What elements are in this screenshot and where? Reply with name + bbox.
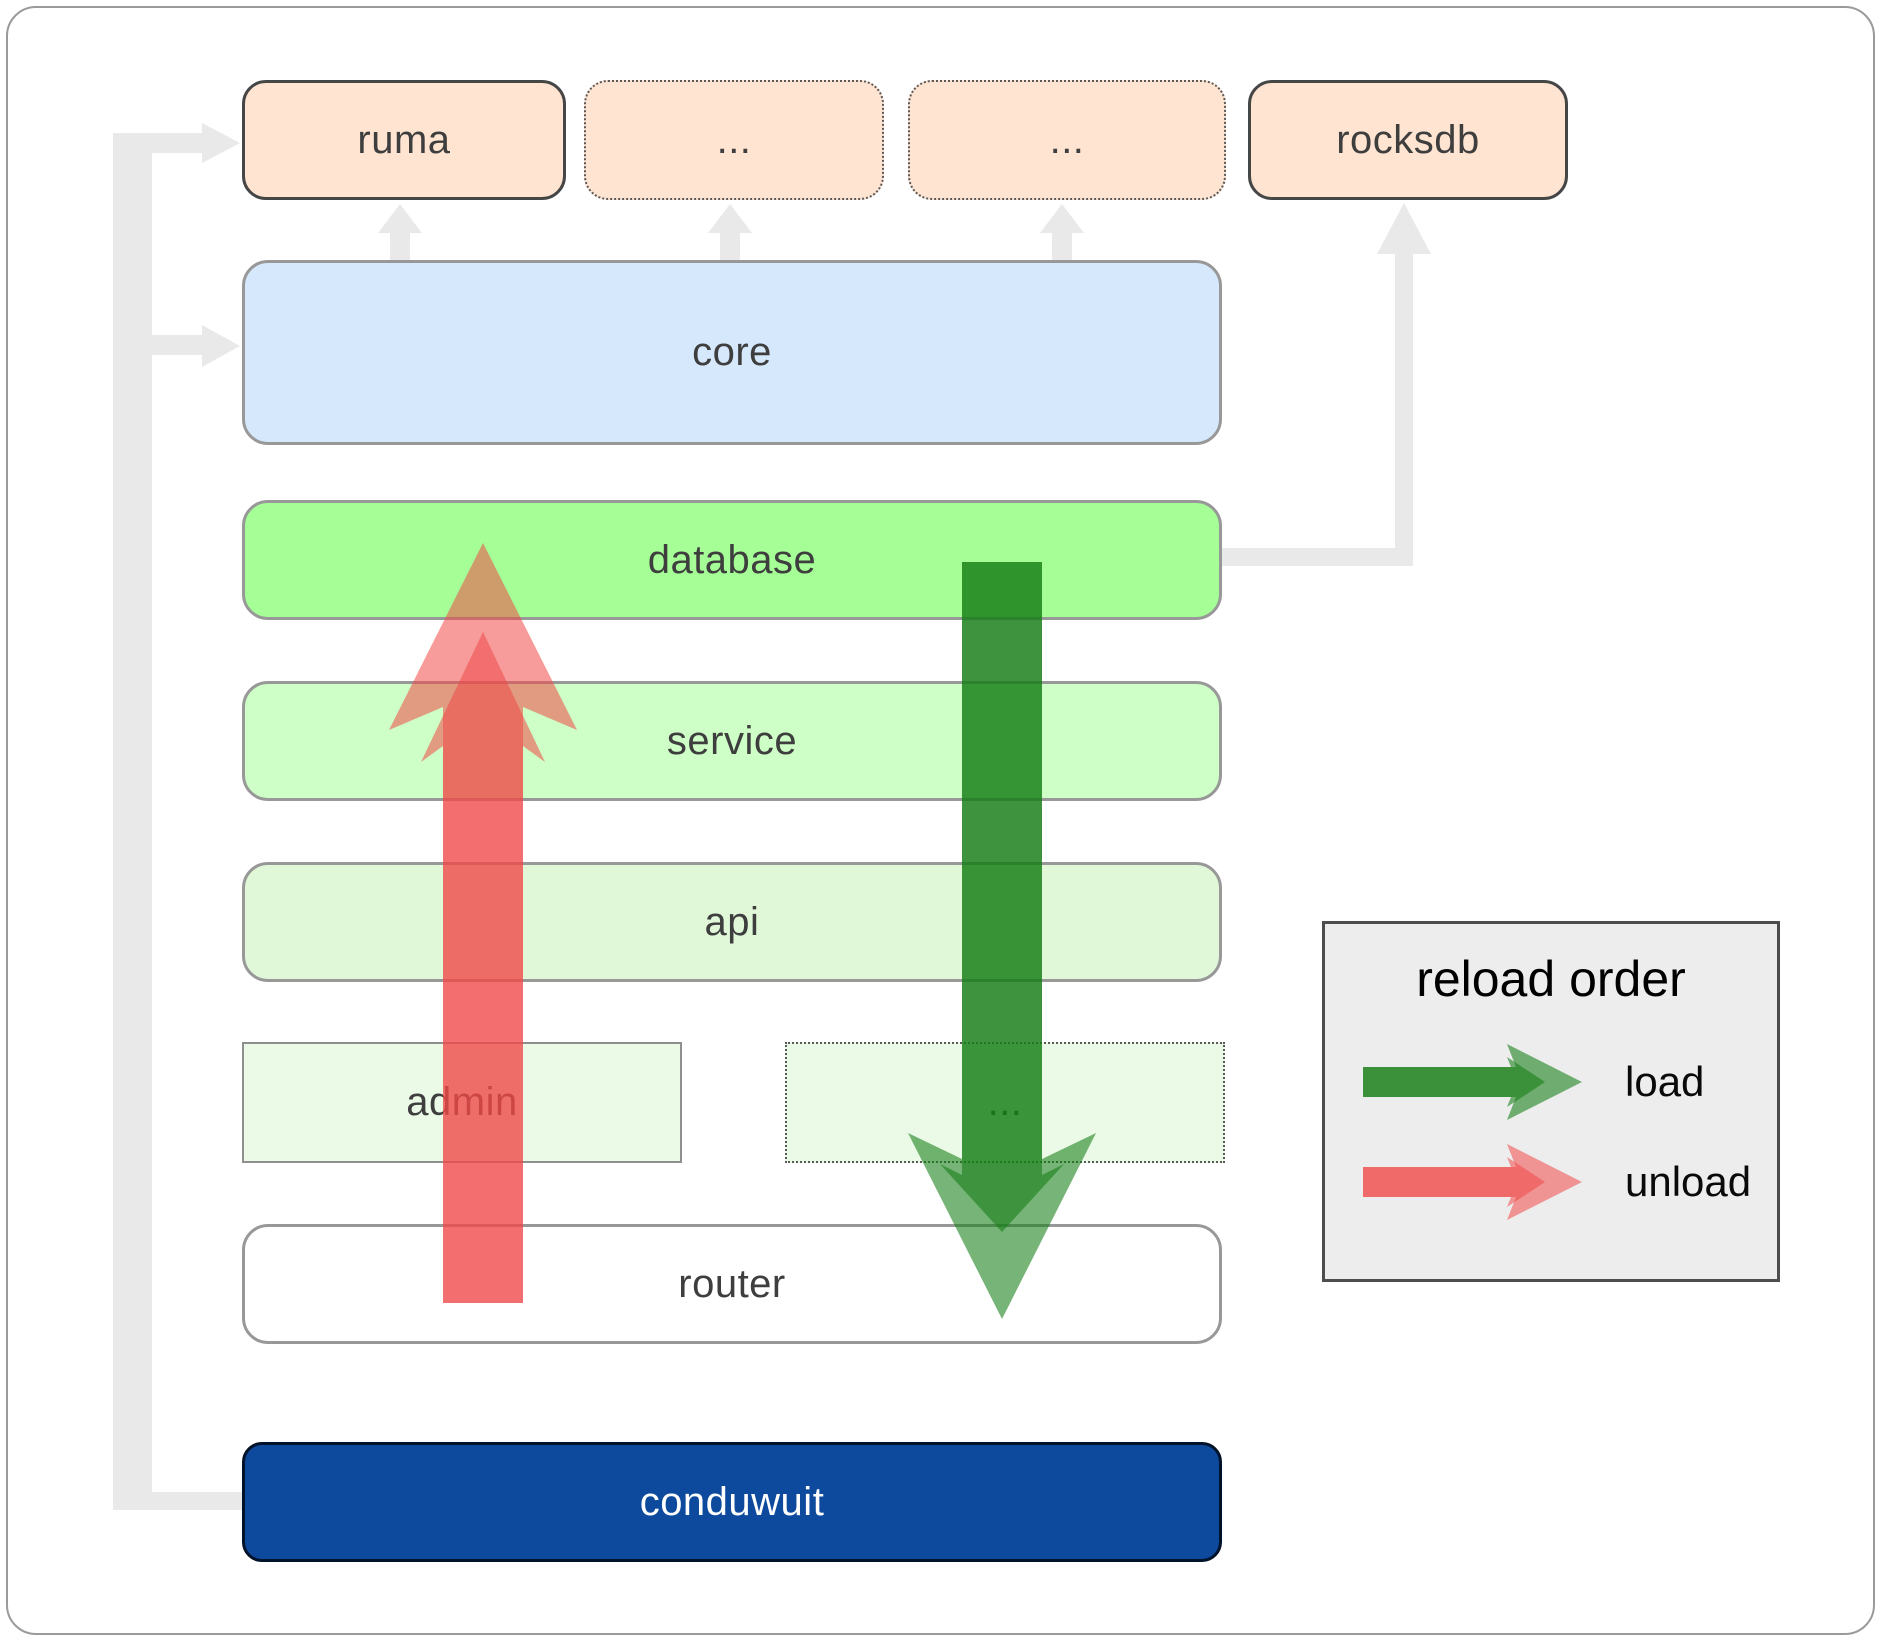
- node-ellipsis-label: ...: [1049, 117, 1085, 162]
- node-admin: admin: [242, 1042, 682, 1163]
- node-ruma: ruma: [242, 80, 566, 200]
- node-ellipsis-label: ...: [987, 1080, 1023, 1124]
- node-admin-label: admin: [406, 1080, 518, 1124]
- node-service-label: service: [666, 718, 798, 763]
- node-conduwuit: conduwuit: [242, 1442, 1222, 1562]
- node-ellipsis-top-right: ...: [908, 80, 1226, 200]
- node-router: router: [242, 1224, 1222, 1344]
- node-ruma-label: ruma: [357, 117, 451, 162]
- node-rocksdb-label: rocksdb: [1336, 117, 1480, 162]
- node-api: api: [242, 862, 1222, 982]
- node-service: service: [242, 681, 1222, 801]
- node-conduwuit-label: conduwuit: [639, 1479, 825, 1524]
- node-core: core: [242, 260, 1222, 445]
- node-core-label: core: [692, 330, 772, 374]
- legend-unload-label: unload: [1625, 1158, 1752, 1205]
- legend-title: reload order: [1416, 951, 1686, 1007]
- legend-load-label: load: [1625, 1058, 1705, 1105]
- node-ellipsis-top-left: ...: [584, 80, 884, 200]
- node-database: database: [242, 500, 1222, 620]
- node-rocksdb: rocksdb: [1248, 80, 1568, 200]
- node-ellipsis-modules: ...: [785, 1042, 1225, 1163]
- node-database-label: database: [647, 537, 817, 582]
- node-router-label: router: [678, 1261, 786, 1306]
- node-ellipsis-label: ...: [716, 117, 752, 162]
- node-api-label: api: [704, 899, 760, 944]
- diagram-frame: [6, 6, 1875, 1635]
